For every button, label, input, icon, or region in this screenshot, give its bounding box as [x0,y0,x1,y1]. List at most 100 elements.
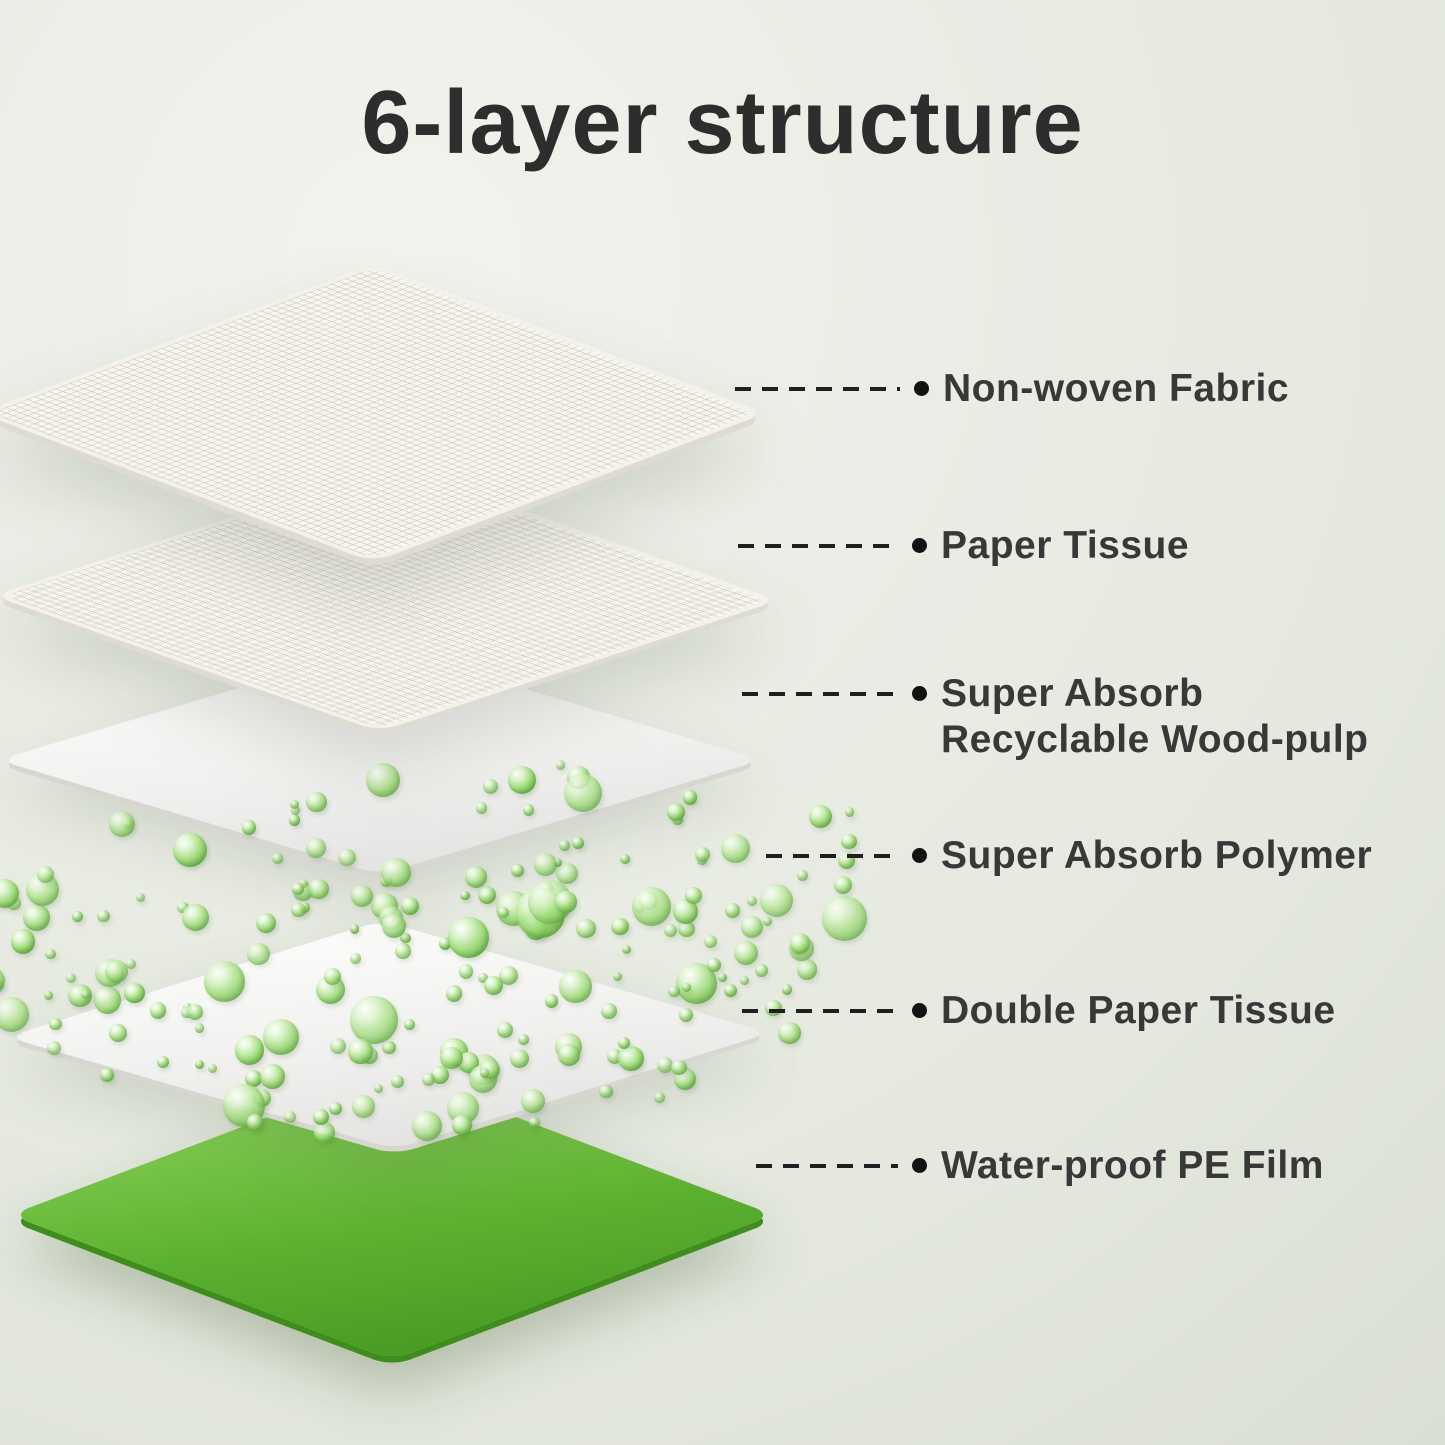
polymer-bead [721,834,751,864]
polymer-bead [725,903,740,918]
polymer-bead [68,983,92,1007]
polymer-bead [672,898,699,925]
polymer-bead [125,958,136,969]
polymer-bead [534,853,557,876]
polymer-bead [796,959,817,980]
callout-dashed-line [738,544,898,548]
polymer-bead [671,813,684,826]
polymer-bead [556,862,578,885]
callout-dashed-line [735,387,900,391]
polymer-bead [631,886,672,927]
polymer-bead [676,963,718,1005]
polymer-bead [97,909,110,923]
callout-label: Paper Tissue [941,524,1190,567]
polymer-bead [571,837,584,850]
polymer-bead [525,917,548,940]
polymer-bead [621,944,632,954]
polymer-bead [177,901,189,914]
polymer-bead [611,917,629,935]
callout-dashed-line [766,854,898,858]
callout-label: Water-proof PE Film [941,1144,1324,1187]
polymer-bead [7,896,21,911]
polymer-bead [256,913,277,933]
callout-non-woven-fabric: Non-woven Fabric [735,366,1289,412]
polymer-bead [173,832,208,867]
polymer-bead [511,864,524,877]
polymer-bead [182,904,210,932]
polymer-bead [371,892,398,920]
polymer-bead [634,902,646,914]
polymer-bead [639,891,658,910]
polymer-bead [790,939,806,956]
polymer-bead [292,881,313,902]
polymer-bead [809,804,833,828]
callout-super-absorb-wood-pulp: Super Absorb Recyclable Wood-pulp [742,671,1369,763]
polymer-bead [272,853,283,864]
polymer-bead [22,903,50,931]
polymer-bead [496,890,532,926]
polymer-bead [45,948,56,960]
polymer-bead [105,960,129,984]
polymer-bead [527,880,573,925]
polymer-bead [789,932,811,954]
polymer-bead [746,896,758,907]
polymer-bead [789,936,814,961]
polymer-bead [613,971,623,981]
polymer-bead [25,873,59,906]
callout-paper-tissue: Paper Tissue [738,523,1189,569]
polymer-bead [599,1085,613,1099]
callout-label: Non-woven Fabric [943,367,1290,410]
callout-label: Double Paper Tissue [941,989,1336,1032]
polymer-bead [95,958,124,988]
polymer-bead [559,840,570,852]
polymer-bead [620,853,631,865]
polymer-bead [741,915,764,938]
callout-dashed-line [742,692,898,696]
polymer-bead [36,866,54,883]
polymer-bead [308,878,329,900]
callout-bullet-dot [912,1158,927,1173]
polymer-bead [695,847,711,863]
polymer-bead [755,964,769,978]
callout-bullet-dot [912,538,927,553]
polymer-bead [10,928,36,954]
polymer-bead [351,884,374,907]
callout-bullet-dot [912,1003,927,1018]
polymer-bead [299,902,311,914]
callout-dashed-line [742,1009,898,1013]
callout-dashed-line [756,1164,898,1168]
layer-non-woven-fabric [0,263,767,563]
polymer-bead [821,895,867,941]
callout-label: Super Absorb Recyclable Wood-pulp [941,671,1369,763]
polymer-bead [697,855,707,866]
polymer-bead [135,892,145,902]
polymer-bead [298,878,309,889]
callout-label: Super Absorb Polymer [941,834,1373,877]
callout-bullet-dot [914,381,929,396]
polymer-bead [108,810,135,837]
polymer-bead [555,891,578,913]
polymer-bead [43,991,53,1000]
polymer-bead [291,902,307,918]
callout-label-line1: Super Absorb [941,672,1204,715]
polymer-bead [0,966,5,995]
polymer-bead [681,983,691,993]
polymer-bead [576,918,597,939]
polymer-bead [844,807,855,818]
polymer-bead [760,884,794,918]
polymer-bead [552,857,563,868]
polymer-bead [739,975,749,986]
polymer-bead [667,803,686,822]
polymer-bead [497,906,509,918]
callout-bullet-dot [912,686,927,701]
polymer-bead [401,897,420,916]
polymer-bead [706,957,721,972]
polymer-bead [72,911,83,923]
polymer-bead [668,985,680,998]
polymer-bead [723,984,737,998]
polymer-bead [682,790,698,805]
polymer-bead [464,865,487,889]
polymer-bead [717,972,728,983]
polymer-bead [733,940,758,965]
